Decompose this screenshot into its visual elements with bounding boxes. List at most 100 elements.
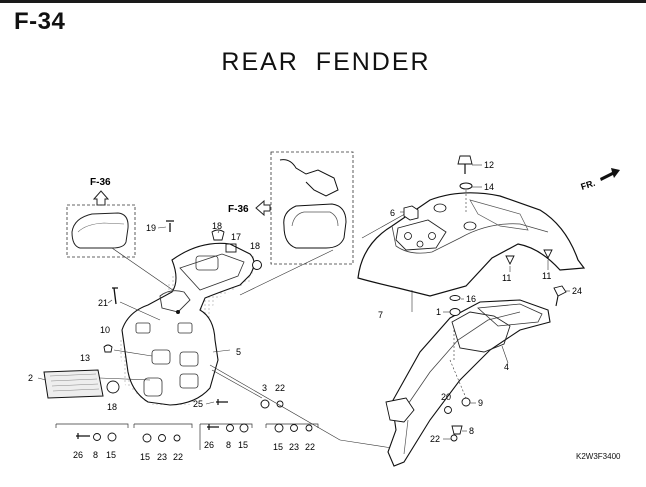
callout-17[interactable]: 17	[231, 232, 241, 242]
leader-13	[99, 377, 151, 381]
callout-12[interactable]: 12	[484, 160, 494, 170]
section-ref-f36-top[interactable]: F-36	[90, 177, 111, 188]
housing-hole	[176, 310, 180, 314]
housing-clamp	[159, 290, 191, 313]
callout-23-left[interactable]: 23	[157, 452, 167, 462]
bolt-8-right	[451, 425, 463, 435]
dashed-box-license-light	[270, 151, 354, 265]
callout-18-bottom[interactable]: 18	[107, 402, 117, 412]
callout-26-left[interactable]: 26	[73, 450, 83, 460]
seat-cover-edge	[77, 222, 125, 233]
leader-21	[119, 301, 161, 321]
washer-16	[449, 295, 461, 301]
callout-21[interactable]: 21	[98, 298, 108, 308]
housing-slot-2	[177, 322, 193, 334]
callout-18-top[interactable]: 18	[212, 221, 222, 231]
callout-1[interactable]: 1	[436, 307, 441, 317]
kit-washer-8	[93, 433, 101, 441]
grommet-18-top	[211, 229, 225, 241]
callout-2[interactable]: 2	[28, 373, 33, 383]
kit-washer-22-right	[305, 424, 313, 432]
nut-1	[449, 308, 461, 316]
bolt-24	[553, 285, 567, 297]
page-title-text: REAR FENDER	[221, 48, 431, 76]
leader-3	[211, 369, 263, 399]
fender-rib	[469, 199, 529, 231]
fender-hole-1	[404, 232, 412, 240]
callout-9[interactable]: 9	[478, 398, 483, 408]
bolt-12	[457, 155, 473, 165]
kit-grommet-15b-right	[274, 423, 284, 433]
nut-9	[461, 397, 471, 407]
license-light-lens	[283, 203, 347, 249]
leader-5	[212, 349, 231, 353]
tail-housing-part	[121, 242, 255, 406]
callout-22-right[interactable]: 22	[430, 434, 440, 444]
grommet-10	[103, 344, 113, 353]
grommet-18-bottom	[106, 380, 120, 394]
callout-15-right[interactable]: 15	[238, 440, 248, 450]
leader-4	[501, 345, 509, 364]
callout-23-right[interactable]: 23	[289, 442, 299, 452]
kit-right-bracket	[199, 423, 253, 450]
callout-22-right[interactable]: 22	[305, 442, 315, 452]
washer-22-right	[450, 434, 458, 442]
callout-6[interactable]: 6	[390, 208, 395, 218]
callout-22-center[interactable]: 22	[275, 383, 285, 393]
callout-14[interactable]: 14	[484, 182, 494, 192]
callout-15-left[interactable]: 15	[106, 450, 116, 460]
leader-10	[113, 349, 153, 357]
kit-left-bracket	[56, 423, 129, 428]
leader-to-fender-2	[339, 439, 393, 449]
callout-19[interactable]: 19	[146, 223, 156, 233]
kit-grommet-15b	[142, 433, 152, 443]
kit-right-bracket-2	[265, 423, 319, 428]
callout-18-right[interactable]: 18	[250, 241, 260, 251]
clip-11-left	[505, 255, 515, 266]
fender-bracket-flap-edge	[403, 419, 409, 455]
callout-13[interactable]: 13	[80, 353, 90, 363]
washer-14	[459, 182, 473, 190]
callout-15-right-b[interactable]: 15	[273, 442, 283, 452]
callout-11-right[interactable]: 11	[542, 271, 551, 281]
nut-3	[260, 399, 270, 409]
callout-25[interactable]: 25	[193, 399, 203, 409]
callout-10[interactable]: 10	[100, 325, 110, 335]
license-light-bracket	[279, 159, 339, 197]
section-ref-f36-side[interactable]: F-36	[228, 204, 249, 215]
callout-8-right[interactable]: 8	[226, 440, 231, 450]
leader-19	[157, 226, 167, 229]
callout-16[interactable]: 16	[466, 294, 476, 304]
housing-mount	[195, 255, 219, 271]
seat-cover-part	[71, 212, 129, 249]
grommet-6	[403, 205, 419, 221]
callout-22-left[interactable]: 22	[173, 452, 183, 462]
callout-24[interactable]: 24	[572, 286, 582, 296]
callout-7[interactable]: 7	[378, 310, 383, 320]
fender-bracket-plate	[451, 311, 511, 353]
fender-hole-2	[428, 232, 436, 240]
housing-slot-5	[143, 377, 163, 397]
callout-4[interactable]: 4	[504, 362, 509, 372]
callout-5[interactable]: 5	[236, 347, 241, 357]
callout-8-left[interactable]: 8	[93, 450, 98, 460]
kit-bolt-26	[76, 433, 90, 439]
callout-26-right[interactable]: 26	[204, 440, 214, 450]
leader-18-top	[217, 230, 220, 234]
clip-17	[225, 243, 237, 253]
fender-mount-pad	[395, 219, 447, 251]
fender-bracket-stay	[477, 303, 543, 327]
callout-3[interactable]: 3	[262, 383, 267, 393]
bolt-21	[112, 287, 118, 305]
callout-20[interactable]: 20	[441, 392, 451, 402]
callout-11-left[interactable]: 11	[502, 273, 511, 283]
up-arrow-icon	[92, 190, 110, 206]
housing-slot-4	[179, 351, 199, 367]
kit-spacer-23	[158, 434, 166, 442]
bolt-25	[216, 399, 228, 405]
callout-8[interactable]: 8	[469, 426, 474, 436]
screw-19	[166, 220, 174, 232]
callout-15-left-b[interactable]: 15	[140, 452, 150, 462]
